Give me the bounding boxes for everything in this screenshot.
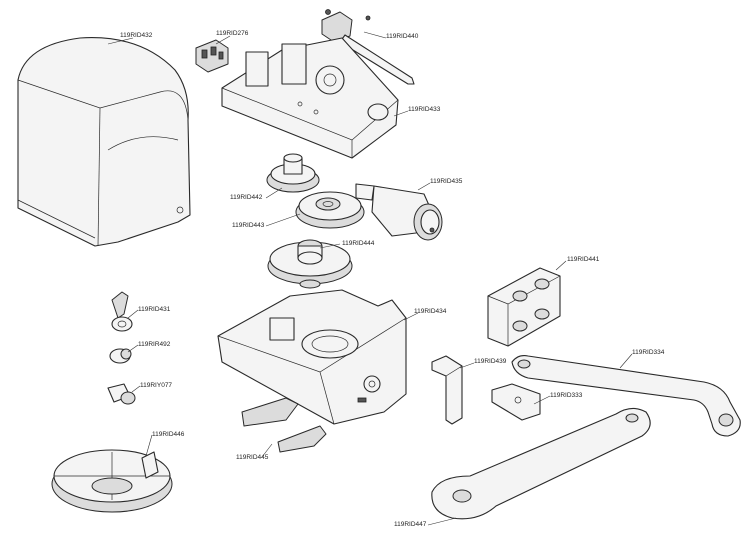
lock-key-part (107, 383, 136, 405)
label-curved-arm: 119RID447 (394, 521, 427, 528)
arm-plate-part (491, 383, 541, 421)
label-knob: 119RIR492 (138, 341, 171, 348)
motor-part (355, 183, 443, 241)
straight-arm-part (511, 355, 741, 437)
label-cam-pair: 119RID445 (236, 454, 269, 461)
knob-part (109, 348, 132, 364)
label-pinion-gear: 119RID442 (230, 194, 263, 201)
label-arm-plate: 119RID333 (550, 392, 583, 399)
label-cover: 119RID432 (120, 32, 153, 39)
cable-holder-part (195, 39, 229, 73)
handle-part (431, 355, 463, 425)
label-bracket: 119RID441 (567, 256, 600, 263)
label-straight-arm: 119RID334 (632, 349, 665, 356)
label-double-gear: 119RID443 (232, 222, 265, 229)
release-lever-part (111, 291, 133, 332)
double-gear-part (295, 191, 365, 229)
label-base-plate: 119RID446 (152, 431, 185, 438)
leader-lines (107, 31, 633, 526)
bracket-part (487, 267, 561, 347)
label-release-lever: 119RID431 (138, 306, 171, 313)
limit-rod-part (321, 9, 415, 85)
upper-housing-part (221, 37, 399, 159)
pinion-gear-part (266, 153, 320, 193)
label-handle: 119RID439 (474, 358, 507, 365)
large-gear-part (267, 239, 353, 289)
label-cable-holder: 119RID276 (216, 30, 249, 37)
label-upper-housing: 119RID433 (408, 106, 441, 113)
curved-arm-part (431, 407, 651, 520)
label-motor: 119RID435 (430, 178, 463, 185)
label-lower-housing: 119RID434 (414, 308, 447, 315)
label-large-gear: 119RID444 (342, 240, 375, 247)
lower-housing-part (217, 289, 407, 425)
label-lock-key: 119RIY077 (140, 382, 173, 389)
label-limit-rod: 119RID440 (386, 33, 419, 40)
cover-part (17, 37, 191, 247)
cam-pair-part (241, 397, 327, 453)
base-plate-part (51, 449, 173, 513)
